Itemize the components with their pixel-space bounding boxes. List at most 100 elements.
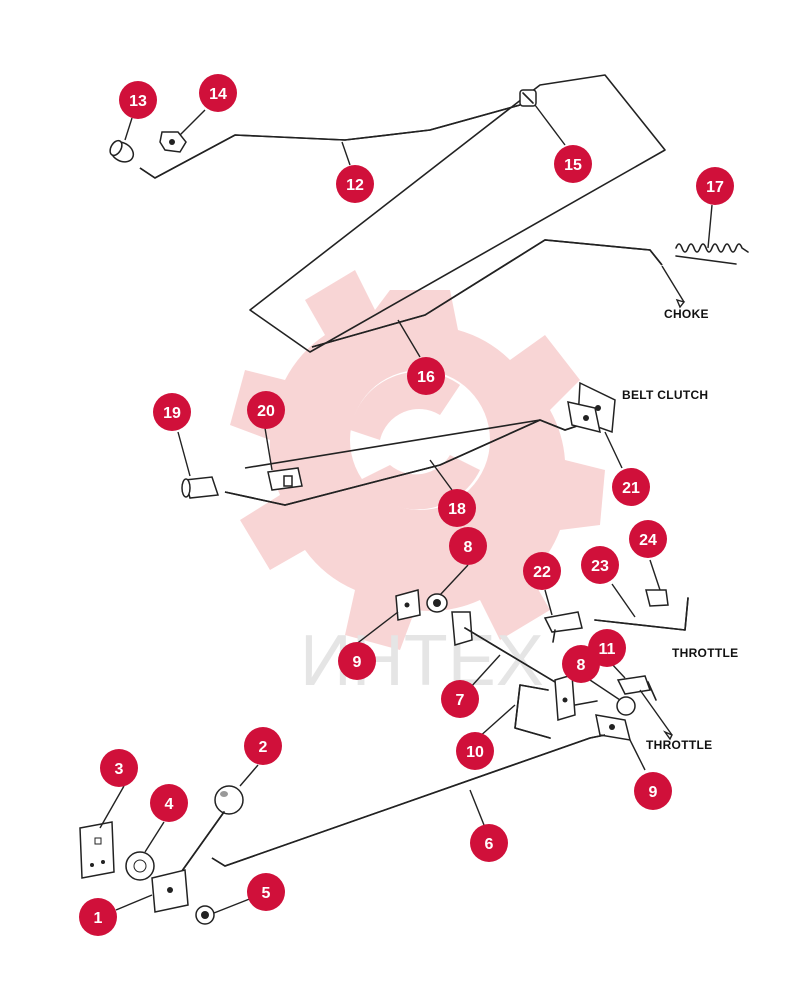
callout-7: 7 [441,680,479,718]
callout-number: 1 [94,910,103,927]
throttle-label-lower: THROTTLE [646,738,712,752]
gear-logo-icon [230,270,605,650]
part-17-spring [675,243,749,265]
callout-9: 9 [338,642,376,680]
part-2-knob [214,785,244,815]
callout-circle [562,645,600,683]
throttle-label-upper: THROTTLE [672,646,738,660]
callout-number: 4 [165,796,174,813]
watermark-text: ИНТЕХ [300,621,544,701]
callout-number: 3 [115,761,124,778]
callout-8: 8 [449,527,487,565]
watermark: ИНТЕХ [230,270,605,701]
callout-number: 9 [353,654,362,671]
callout-10: 10 [456,732,494,770]
callout-14: 14 [199,74,237,112]
callout-16: 16 [407,357,445,395]
callout-23: 23 [581,546,619,584]
choke-plane-outline [249,74,666,353]
callout-number: 16 [417,369,435,386]
callout-circle [456,732,494,770]
part-10-u-link [514,684,598,739]
callout-number: 23 [591,558,609,575]
part-19-sleeve [181,476,220,499]
part-23-throttle-rod [594,597,689,631]
callout-circle [150,784,188,822]
callout-circle [612,468,650,506]
belt-clutch-label: BELT CLUTCH [622,388,708,402]
callout-number: 14 [209,86,227,103]
callout-circle [449,527,487,565]
part-11-fitting [616,675,657,701]
callout-9: 9 [634,772,672,810]
callout-circle [470,824,508,862]
part-24-clip [645,589,669,607]
part-1-lever-plate [151,869,189,913]
callout-number: 15 [564,157,582,174]
callout-22: 22 [523,552,561,590]
callout-circle [244,727,282,765]
leader-lines [99,104,713,914]
callout-circle [100,749,138,787]
callout-12: 12 [336,165,374,203]
callout-circle [119,81,157,119]
part-14-clip [159,131,187,153]
callout-circle [696,167,734,205]
callout-circle [523,552,561,590]
part-8-bushing-upper [426,593,448,613]
callout-4: 4 [150,784,188,822]
callout-circle [199,74,237,112]
callout-13: 13 [119,81,157,119]
callout-circle [438,489,476,527]
callout-number: 13 [129,93,147,110]
callout-number: 24 [639,532,657,549]
callout-number: 8 [577,657,586,674]
callout-circle [79,898,117,936]
callout-18: 18 [438,489,476,527]
part-22-swivel [543,611,583,643]
part-13-sleeve [109,139,135,163]
part-5-nut [195,905,215,925]
callout-15: 15 [554,145,592,183]
callout-number: 9 [649,784,658,801]
callout-number: 5 [262,885,271,902]
callout-number: 17 [706,179,724,196]
part-15-fitting [519,89,537,107]
callout-circle [407,357,445,395]
callout-number: 10 [466,744,484,761]
callout-19: 19 [153,393,191,431]
callout-number: 8 [464,539,473,556]
callout-circle [247,873,285,911]
callout-number: 6 [485,836,494,853]
part-21-bracket [567,381,616,434]
callout-circle [554,145,592,183]
callout-17: 17 [696,167,734,205]
callout-circle [247,391,285,429]
callout-5: 5 [247,873,285,911]
callout-2: 2 [244,727,282,765]
callout-number: 12 [346,177,364,194]
choke-label: CHOKE [664,307,709,321]
part-7-shaft [451,611,576,721]
callout-circle [629,520,667,558]
part-18-belt-clutch-rod [224,419,581,506]
part-20-clamp [267,467,303,491]
callout-circle [634,772,672,810]
part-6-control-rod [211,734,606,867]
callout-3: 3 [100,749,138,787]
callout-8: 8 [562,645,600,683]
callout-circle [336,165,374,203]
part-8-bushing-lower [616,696,636,716]
callout-20: 20 [247,391,285,429]
callout-circle [441,680,479,718]
callout-circle [153,393,191,431]
callout-6: 6 [470,824,508,862]
part-3-plate [79,821,115,879]
callout-24: 24 [629,520,667,558]
callout-number: 18 [448,501,466,518]
callout-number: 21 [622,480,640,497]
callout-number: 2 [259,739,268,756]
part-9-bracket-upper [395,589,421,621]
